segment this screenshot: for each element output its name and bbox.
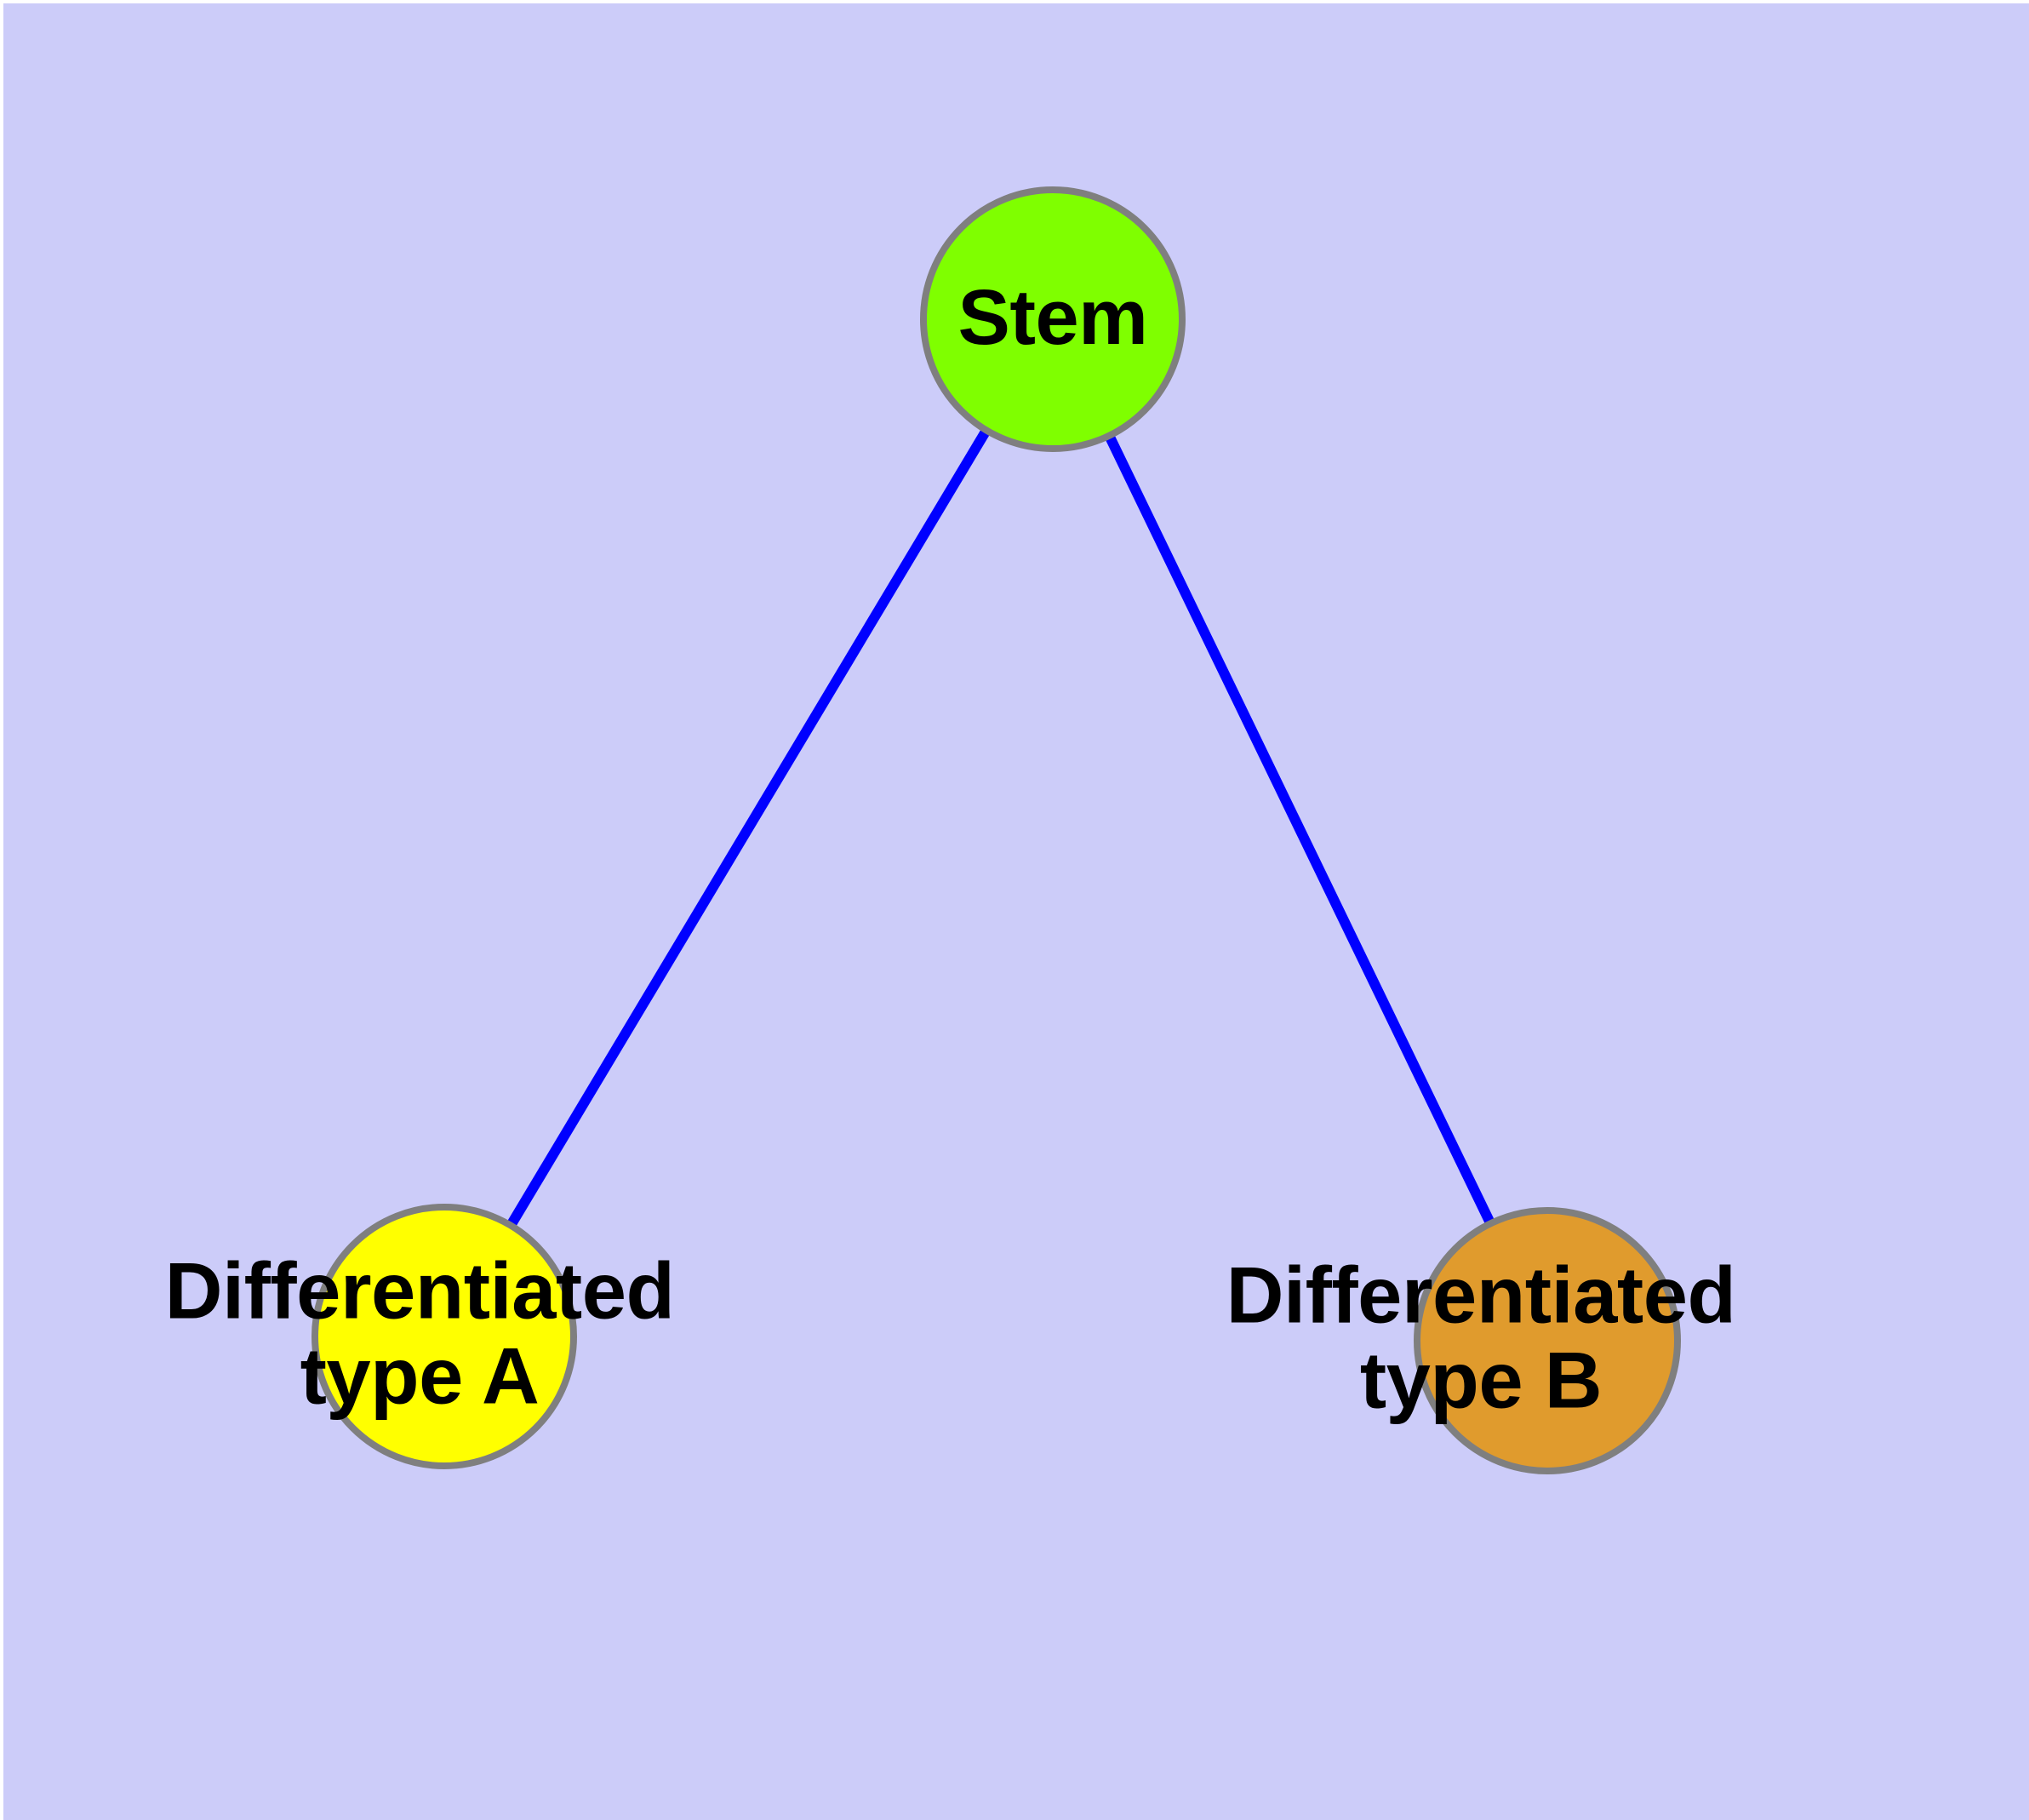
node-diff-b[interactable] (1414, 1207, 1681, 1474)
node-stem[interactable] (920, 186, 1186, 452)
edge-stem-to-diff-b[interactable] (1048, 317, 1552, 1343)
node-diff-a[interactable] (311, 1204, 577, 1469)
edge-stem-to-diff-a[interactable] (439, 316, 1058, 1340)
node-layer (311, 186, 1681, 1474)
edge-layer (439, 316, 1552, 1343)
